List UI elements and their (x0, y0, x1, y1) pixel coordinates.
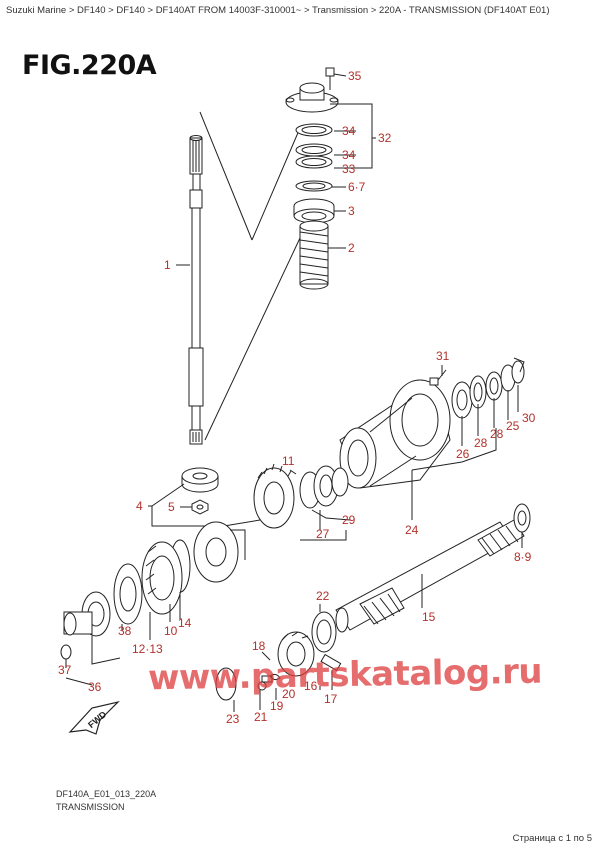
callout-21[interactable]: 21 (254, 710, 268, 724)
callout-31[interactable]: 31 (436, 349, 450, 363)
callout-23[interactable]: 23 (226, 712, 240, 726)
callout-35[interactable]: 35 (348, 69, 362, 83)
fwd-arrow-icon: FWD (68, 700, 120, 735)
callout-14[interactable]: 14 (178, 616, 192, 630)
drawing-code: DF140A_E01_013_220A (56, 789, 157, 799)
callout-8-9[interactable]: 8·9 (514, 550, 532, 564)
callout-19[interactable]: 19 (270, 699, 284, 713)
drawing-subtitle: TRANSMISSION (56, 802, 125, 812)
callout-16[interactable]: 16 (304, 679, 318, 693)
breadcrumb[interactable]: Suzuki Marine > DF140 > DF140 > DF140AT … (6, 5, 550, 16)
clutch-dog (215, 611, 342, 701)
bolt-31 (429, 369, 447, 386)
callout-36[interactable]: 36 (88, 680, 102, 694)
pinion-gear-4 (181, 467, 219, 493)
callout-1[interactable]: 1 (164, 258, 171, 272)
callout-25[interactable]: 25 (506, 419, 520, 433)
callout-29[interactable]: 29 (342, 513, 356, 527)
callout-33[interactable]: 33 (342, 162, 356, 176)
callout-24[interactable]: 24 (405, 523, 419, 537)
callout-34b[interactable]: 34 (342, 148, 356, 162)
callout-32[interactable]: 32 (378, 131, 392, 145)
callout-18[interactable]: 18 (252, 639, 266, 653)
bearing-set-26-28 (451, 357, 525, 419)
shim-stack (295, 123, 333, 192)
figure-title: FIG.220A (22, 50, 157, 81)
callout-12-13[interactable]: 12·13 (132, 642, 163, 656)
callout-38[interactable]: 38 (118, 624, 132, 638)
bearing-3 (293, 198, 335, 224)
callout-27[interactable]: 27 (316, 527, 330, 541)
callout-17[interactable]: 17 (324, 692, 338, 706)
callout-34a[interactable]: 34 (342, 124, 356, 138)
pagination[interactable]: Страница с 1 по 5 (512, 833, 592, 844)
propeller-shaft (335, 519, 525, 633)
callout-10[interactable]: 10 (164, 624, 178, 638)
callout-6-7[interactable]: 6·7 (348, 180, 366, 194)
washer-8-9 (513, 503, 531, 533)
callout-28b[interactable]: 28 (474, 436, 488, 450)
callout-4[interactable]: 4 (136, 499, 143, 513)
bolt-35 (325, 67, 347, 90)
gear-case-housing (339, 379, 451, 489)
callout-28a[interactable]: 28 (490, 427, 504, 441)
callout-20[interactable]: 20 (282, 687, 296, 701)
callout-30[interactable]: 30 (522, 411, 536, 425)
callout-26[interactable]: 26 (456, 447, 470, 461)
spring-sleeve-2 (299, 220, 329, 290)
callout-3[interactable]: 3 (348, 204, 355, 218)
callout-37[interactable]: 37 (58, 663, 72, 677)
nut-5 (191, 499, 209, 515)
pinion-gear-assembly (253, 463, 349, 529)
callout-22[interactable]: 22 (316, 589, 330, 603)
callout-5[interactable]: 5 (168, 500, 175, 514)
watermark: www.partskatalog.ru (147, 651, 543, 699)
drive-shaft (188, 135, 204, 445)
callout-15[interactable]: 15 (422, 610, 436, 624)
callout-2[interactable]: 2 (348, 241, 355, 255)
bearing-housing-top (285, 82, 339, 113)
callout-11[interactable]: 11 (282, 454, 295, 468)
